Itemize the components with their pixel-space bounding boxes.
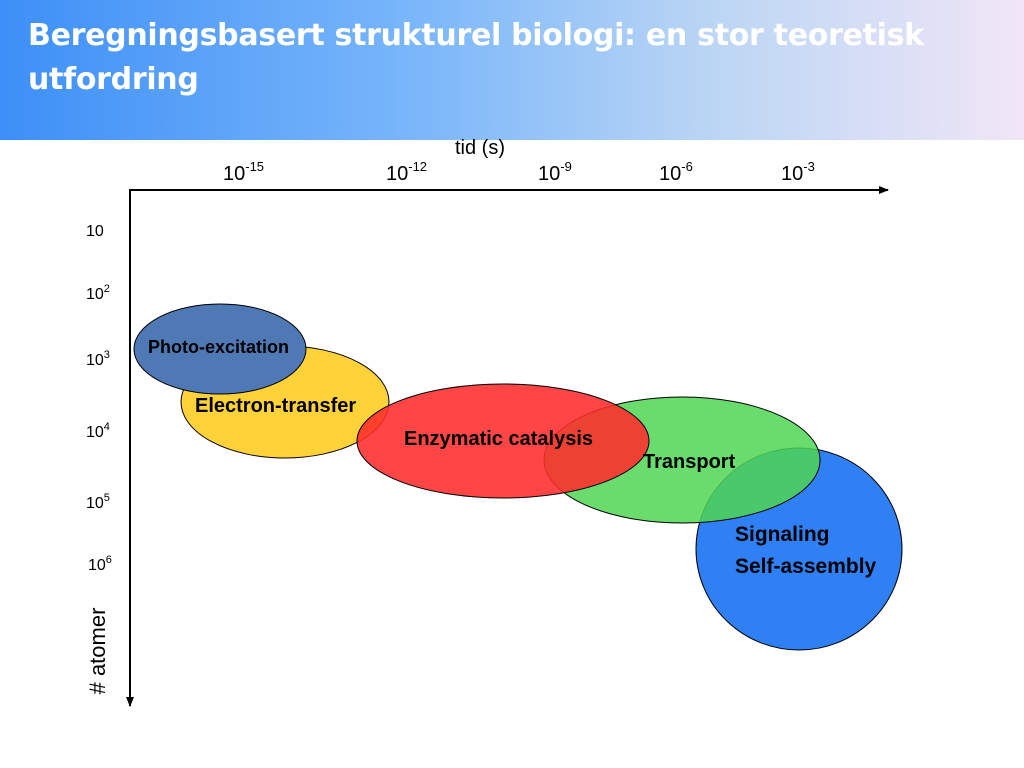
y-axis-label: # atomer (85, 608, 110, 695)
x-tick-label: 10-12 (386, 159, 427, 185)
y-tick-label: 102 (86, 283, 110, 303)
enzymatic-catalysis-ellipse (356, 383, 650, 499)
x-tick-label: 10-15 (223, 159, 264, 185)
electron-transfer-label: Electron-transfer (195, 395, 356, 417)
photo-excitation-label: Photo-excitation (148, 337, 289, 357)
x-tick-label: 10-6 (659, 159, 693, 185)
slide-title: Beregningsbasert strukturel biologi: en … (28, 18, 924, 97)
transport-label: Transport (643, 451, 736, 473)
x-tick-label: 10-9 (538, 159, 572, 185)
y-tick-label: 104 (86, 421, 110, 441)
title-banner: Beregningsbasert strukturel biologi: en … (0, 0, 1024, 140)
y-tick-label: 10 (86, 223, 104, 240)
x-tick-label: 10-3 (781, 159, 815, 185)
x-axis-label: tid (s) (455, 137, 505, 159)
photo-excitation-ellipse (133, 303, 307, 395)
y-tick-label: 106 (88, 554, 112, 574)
y-tick-label: 103 (86, 349, 110, 369)
y-tick-label: 105 (86, 492, 110, 512)
self-assembly-label: Self-assembly (735, 555, 877, 578)
signaling-label: Signaling (735, 523, 830, 546)
enzymatic-catalysis-label: Enzymatic catalysis (404, 428, 593, 450)
